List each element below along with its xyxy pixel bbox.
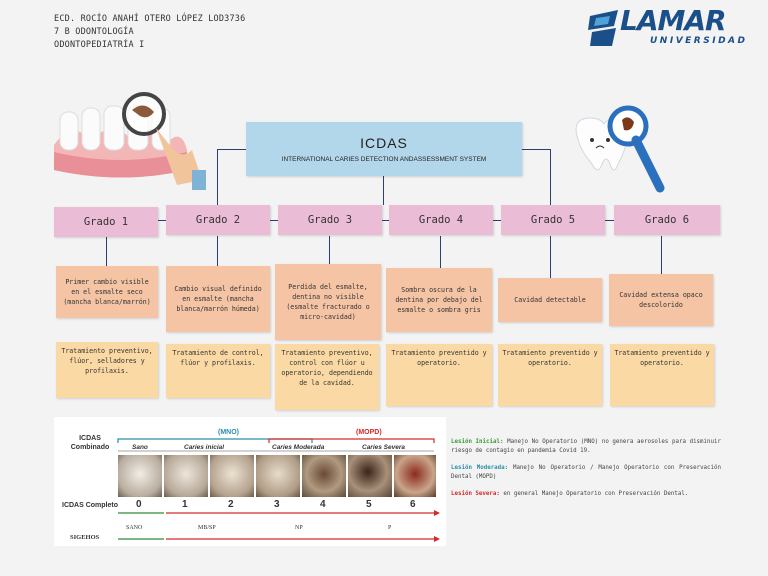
sighos-mbsp: MB/SP bbox=[198, 525, 216, 531]
grade-4-description: Sombra oscura de la dentina por debajo d… bbox=[386, 268, 492, 332]
connector-g2 bbox=[217, 236, 218, 266]
grade-4-box: Grado 4 bbox=[389, 205, 493, 235]
teeth-magnifier-icon bbox=[54, 92, 206, 190]
author-header: ECD. ROCÍO ANAHÍ OTERO LÓPEZ LOD3736 7 B… bbox=[54, 13, 245, 52]
connector-v-right bbox=[550, 149, 551, 205]
mopd-label: (MOPD) bbox=[356, 429, 382, 436]
grade-number-0: 0 bbox=[136, 499, 142, 510]
grade-1-description: Primer cambio visible en el esmalte seco… bbox=[56, 266, 158, 318]
connector-g5 bbox=[550, 236, 551, 278]
tooth-photo-6 bbox=[394, 455, 436, 497]
note-moderate-label: Lesión Moderada: bbox=[451, 465, 509, 471]
grade-number-5: 5 bbox=[366, 499, 372, 510]
icdas-subtitle: INTERNATIONAL CARIES DETECTION ANDASSESS… bbox=[281, 156, 487, 163]
grade-2-box: Grado 2 bbox=[166, 205, 270, 235]
connector-g1 bbox=[106, 236, 107, 266]
note-severe-label: Lesión Severa: bbox=[451, 491, 500, 497]
note-severe: Lesión Severa: en general Manejo Operato… bbox=[451, 490, 721, 499]
tooth-magnifier-icon bbox=[575, 105, 665, 193]
stage-severa: Caries Severa bbox=[362, 444, 406, 451]
grade-1-treatment: Tratamiento preventivo, flúor, selladore… bbox=[56, 342, 158, 398]
tooth-photo-0 bbox=[118, 455, 162, 497]
tooth-photo-5 bbox=[348, 455, 392, 497]
lesion-notes: Lesión Inicial: Manejo No Operatorio (MN… bbox=[451, 438, 721, 507]
grade-6-box: Grado 6 bbox=[614, 205, 720, 235]
grade-2-description: Cambio visual definido en esmalte (manch… bbox=[166, 266, 270, 332]
stage-inicial: Caries inicial bbox=[184, 444, 225, 451]
note-initial: Lesión Inicial: Manejo No Operatorio (MN… bbox=[451, 438, 721, 456]
grade-2-treatment: Tratamiento de control, flúor y profilax… bbox=[166, 344, 270, 398]
bracket-lines bbox=[117, 438, 440, 542]
stage-moderada: Caries Moderada bbox=[272, 444, 325, 451]
icdas-title: ICDAS bbox=[360, 135, 408, 151]
grade-6-treatment: Tratamiento preventido y operatorio. bbox=[610, 344, 714, 406]
stage-sano: Sano bbox=[132, 444, 148, 451]
connector-v-left bbox=[217, 149, 218, 205]
sighos-p: P bbox=[388, 525, 392, 531]
author-name: ECD. ROCÍO ANAHÍ OTERO LÓPEZ LOD3736 bbox=[54, 14, 246, 24]
note-moderate-text: Manejo No Operatorio / Manejo Operatorio… bbox=[451, 465, 722, 480]
logo-mark-icon bbox=[588, 10, 618, 46]
grade-number-6: 6 bbox=[410, 499, 416, 510]
grade-5-treatment: Tratamiento preventido y operatorio. bbox=[498, 344, 602, 406]
mno-label: (MNO) bbox=[218, 429, 239, 436]
sighos-label: SIGEHOS bbox=[70, 534, 100, 541]
grade-1-box: Grado 1 bbox=[54, 207, 158, 237]
tooth-photo-1 bbox=[164, 455, 208, 497]
grade-5-box: Grado 5 bbox=[501, 205, 605, 235]
connector-g4 bbox=[440, 236, 441, 268]
note-initial-text: Manejo No Operatorio (MNO) no genera aer… bbox=[451, 439, 721, 454]
grade-number-4: 4 bbox=[320, 499, 326, 510]
connector-g6 bbox=[661, 236, 662, 274]
icdas-title-box: ICDAS INTERNATIONAL CARIES DETECTION AND… bbox=[246, 122, 522, 176]
logo-word: LAMAR bbox=[620, 4, 727, 37]
grade-6-description: Cavidad extensa opaco descolorido bbox=[609, 274, 713, 326]
icdas-completo-label: ICDAS Completo bbox=[62, 502, 118, 509]
note-severe-text: en general Manejo Operatorio con Preserv… bbox=[499, 491, 689, 497]
grade-3-box: Grado 3 bbox=[278, 205, 382, 235]
subject: ODONTOPEDIATRÍA I bbox=[54, 40, 145, 50]
connector-grades-row bbox=[158, 220, 614, 221]
tooth-photo-3 bbox=[256, 455, 300, 497]
sighos-sano: SANO bbox=[126, 525, 143, 531]
grade-3-description: Perdida del esmalte, dentina no visible … bbox=[275, 264, 381, 340]
connector-v-center bbox=[383, 176, 384, 205]
lamar-logo: LAMAR UNIVERSIDAD bbox=[588, 4, 760, 50]
icdas-classification-figure: ICDAS Combinado (MNO) (MOPD) Sano Caries… bbox=[54, 417, 446, 546]
grade-3-treatment: Tratamiento preventivo, control con flúo… bbox=[275, 344, 379, 410]
connector-g3 bbox=[329, 236, 330, 264]
grade-4-treatment: Tratamiento preventido y operatorio. bbox=[386, 344, 492, 406]
note-initial-label: Lesión Inicial: bbox=[451, 439, 504, 445]
grade-5-description: Cavidad detectable bbox=[498, 278, 602, 322]
grade-number-3: 3 bbox=[274, 499, 280, 510]
grade-number-2: 2 bbox=[228, 499, 234, 510]
sighos-np: NP bbox=[295, 525, 303, 531]
note-moderate: Lesión Moderada: Manejo No Operatorio / … bbox=[451, 464, 721, 482]
grade-number-1: 1 bbox=[182, 499, 188, 510]
tooth-photo-4 bbox=[302, 455, 346, 497]
logo-subtitle: UNIVERSIDAD bbox=[650, 36, 748, 46]
tooth-photo-2 bbox=[210, 455, 254, 497]
course-group: 7 B ODONTOLOGÍA bbox=[54, 27, 134, 37]
icdas-combinado-label: ICDAS Combinado bbox=[70, 435, 110, 451]
